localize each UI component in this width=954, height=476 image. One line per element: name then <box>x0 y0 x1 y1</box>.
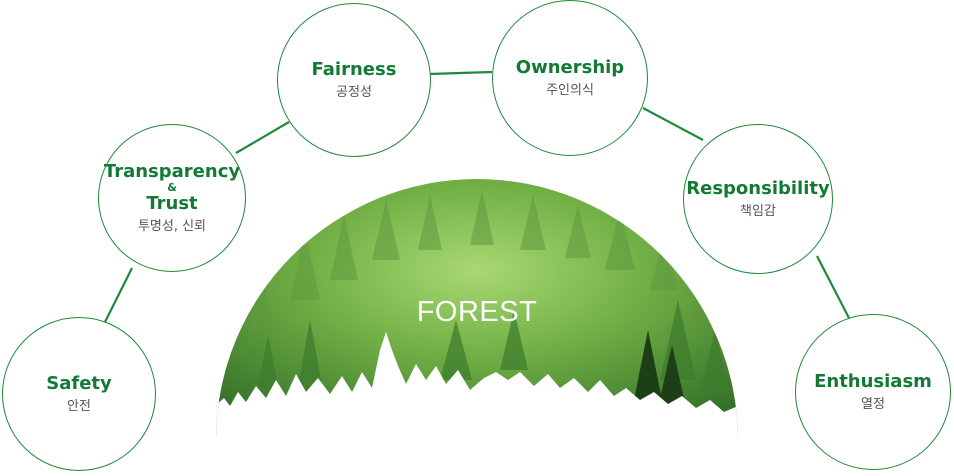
value-korean-enthusiasm: 열정 <box>861 396 885 412</box>
value-name-transparency: Transparency <box>103 160 241 182</box>
connector-ownership-responsibility <box>642 107 704 141</box>
value-node-responsibility: Responsibility 책임감 <box>683 124 833 274</box>
value-node-fairness: Fairness 공정성 <box>277 3 431 157</box>
forest-title: FOREST <box>416 296 538 328</box>
connector-safety-transparency <box>104 267 133 323</box>
value-name-safety: Safety <box>46 372 112 394</box>
value-node-enthusiasm: Enthusiasm 열정 <box>795 314 951 470</box>
value-name-responsibility: Responsibility <box>686 177 830 199</box>
connector-transparency-fairness <box>235 121 290 154</box>
value-name-enthusiasm: Enthusiasm <box>814 370 932 392</box>
value-name-trust: Trust <box>146 192 198 214</box>
connector-lines <box>104 70 851 323</box>
value-korean-responsibility: 책임감 <box>740 203 776 219</box>
value-name-fairness: Fairness <box>311 58 397 80</box>
connector-responsibility-enthusiasm <box>816 255 851 321</box>
value-korean-transparency: 투명성, 신뢰 <box>137 218 207 234</box>
value-korean-safety: 안전 <box>67 398 91 414</box>
value-korean-ownership: 주인의식 <box>546 82 594 98</box>
value-korean-fairness: 공정성 <box>336 84 372 100</box>
ampersand: & <box>167 180 177 194</box>
connector-fairness-ownership <box>428 70 493 76</box>
value-name-ownership: Ownership <box>515 56 625 78</box>
value-node-safety: Safety 안전 <box>2 317 156 471</box>
value-node-ownership: Ownership 주인의식 <box>492 0 648 156</box>
value-node-transparency: Transparency & Trust 투명성, 신뢰 <box>98 124 246 272</box>
